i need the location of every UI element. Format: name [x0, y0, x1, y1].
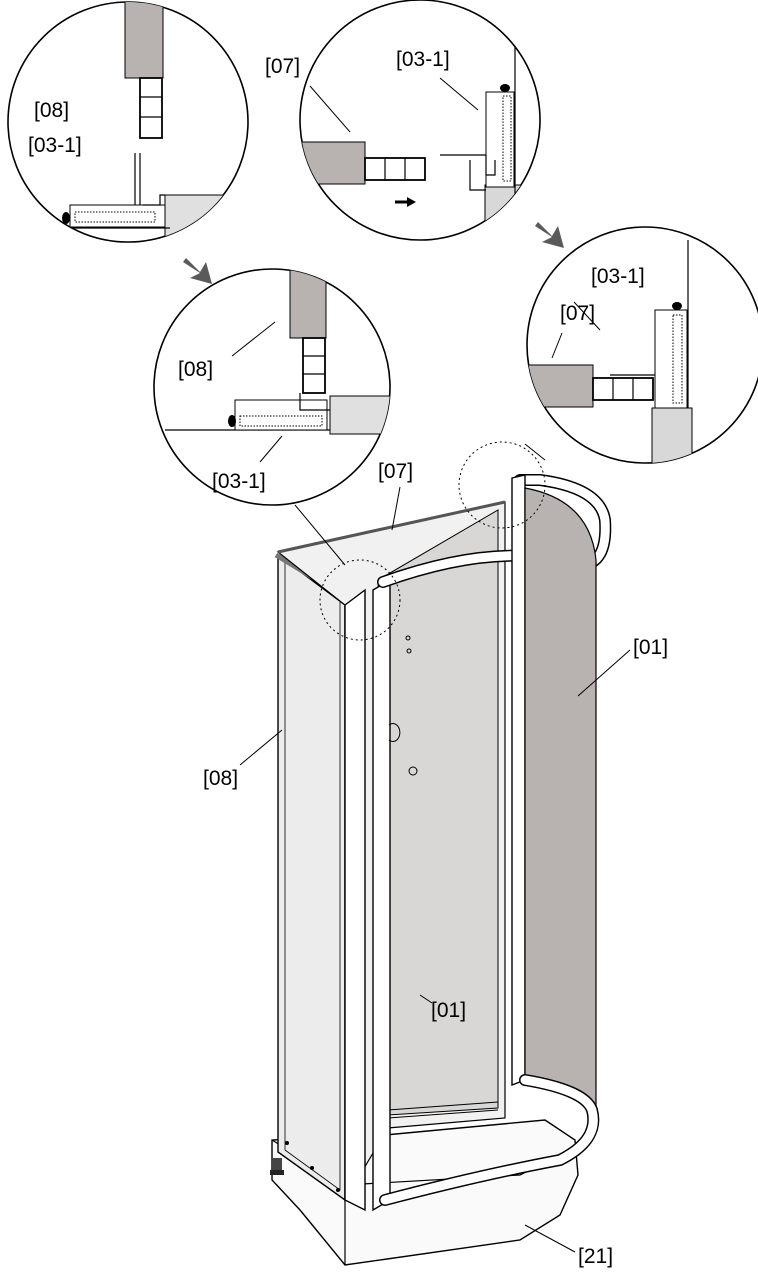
c4-label-07: [07] [560, 302, 595, 325]
c1-label-03-1: [03-1] [28, 134, 82, 157]
detail-circle-2: [07] [03-1] [265, 0, 541, 241]
arrow-icon-left [183, 258, 212, 284]
main-label-01-right: [01] [633, 636, 668, 659]
arrow-icon-right [535, 222, 564, 248]
detail-circle-4: [03-1] [07] [526, 226, 758, 464]
shower-enclosure [270, 441, 612, 1266]
c2-label-07: [07] [265, 55, 300, 78]
main-label-21: [21] [578, 1245, 613, 1268]
main-label-07: [07] [378, 460, 413, 483]
detail-circle-1: [08] [03-1] [7, 1, 249, 243]
c1-label-08: [08] [34, 99, 69, 122]
c3-label-03-1: [03-1] [212, 470, 266, 493]
c4-label-03-1: [03-1] [591, 265, 645, 288]
main-label-08: [08] [203, 767, 238, 790]
detail-circle-3: [08] [03-1] [153, 268, 391, 506]
c3-label-08: [08] [178, 358, 213, 381]
main-label-01-center: [01] [431, 999, 466, 1022]
c2-label-03-1: [03-1] [396, 48, 450, 71]
